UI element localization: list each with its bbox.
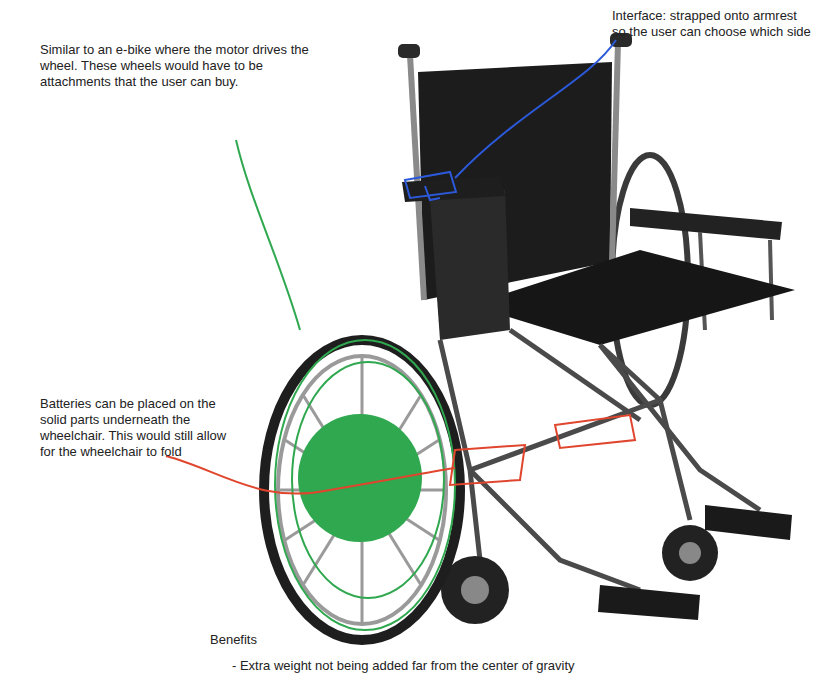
footrest (705, 505, 792, 540)
wheel-outline (292, 362, 444, 598)
annotation-text: Batteries can be placed on the solid par… (40, 396, 240, 460)
rear-wheel (264, 340, 460, 640)
annotation-text: Similar to an e-bike where the motor dri… (40, 42, 330, 90)
back-post (612, 42, 618, 262)
annotation-text: Benefits (210, 632, 410, 648)
wheel-spokes (278, 356, 446, 624)
caster (662, 525, 718, 581)
side-panel (430, 190, 510, 340)
frame (440, 330, 760, 590)
armrest (630, 208, 782, 240)
handle (398, 44, 420, 58)
leader-line (166, 456, 455, 494)
battery-mark (555, 415, 635, 448)
leader-line (236, 140, 300, 330)
leader-line (455, 40, 616, 178)
footrest (598, 585, 700, 620)
interface-mark (405, 172, 456, 198)
armrest (402, 176, 505, 202)
battery-mark (450, 445, 525, 485)
annotation-text: Interface: strapped onto armrest so the … (612, 8, 812, 40)
annotation-text: - Extra weight not being added far from … (232, 658, 792, 674)
seat (470, 250, 795, 345)
wheel-outline (275, 340, 455, 630)
